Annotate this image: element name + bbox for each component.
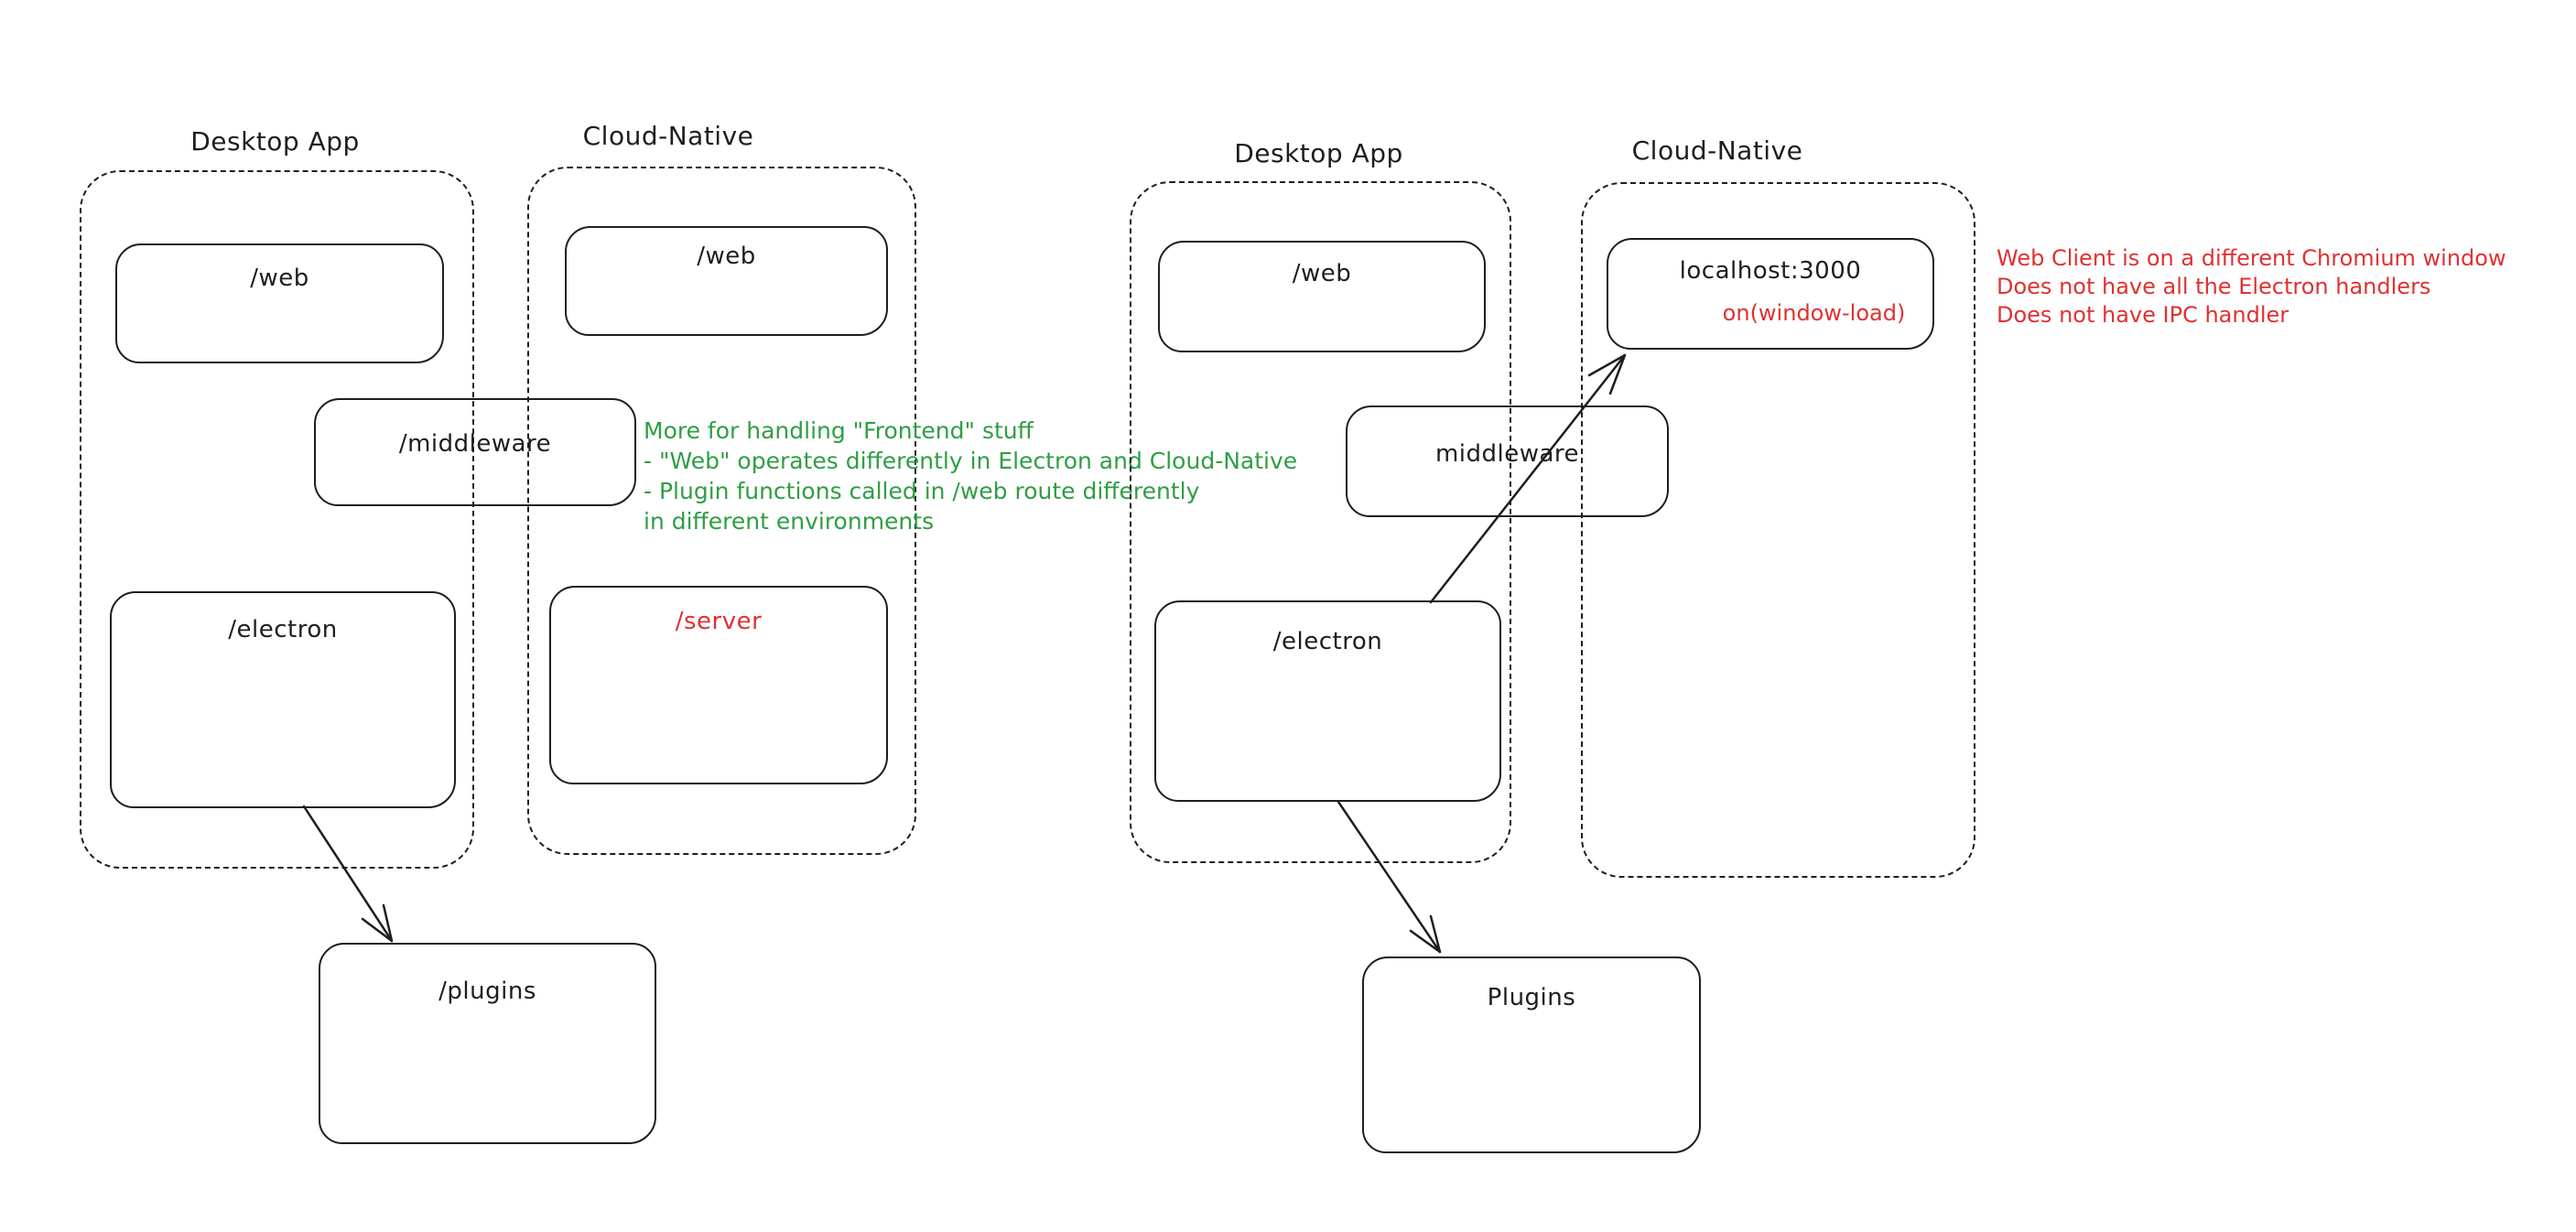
- note-line: Web Client is on a different Chromium wi…: [1997, 245, 2506, 271]
- left-server-box: /server: [549, 586, 888, 784]
- box-label: /electron: [1272, 628, 1383, 655]
- left-desktop-web-box: /web: [115, 243, 444, 363]
- box-label: /electron: [228, 616, 338, 643]
- left-annotation-note: More for handling "Frontend" stuff - "We…: [644, 416, 1297, 536]
- left-desktop-app-title: Desktop App: [190, 126, 360, 157]
- box-label: localhost:3000: [1679, 257, 1862, 285]
- right-cloud-native-title: Cloud-Native: [1631, 135, 1803, 166]
- note-line: Does not have all the Electron handlers: [1997, 274, 2431, 299]
- right-middleware-box: middleware: [1346, 405, 1669, 517]
- left-cloud-native-container: [527, 167, 916, 855]
- right-annotation-note: Web Client is on a different Chromium wi…: [1997, 244, 2506, 330]
- box-label: /server: [675, 608, 763, 635]
- box-label: /plugins: [438, 978, 536, 1005]
- right-localhost-box: localhost:3000 on(window-load): [1607, 238, 1934, 350]
- left-cloud-web-box: /web: [565, 226, 888, 336]
- box-label: /middleware: [398, 430, 552, 458]
- left-plugins-box: /plugins: [319, 943, 656, 1144]
- right-desktop-app-title: Desktop App: [1234, 138, 1403, 168]
- box-label: /web: [250, 265, 309, 292]
- on-window-load-label: on(window-load): [1722, 300, 1906, 326]
- left-middleware-box: /middleware: [314, 398, 636, 506]
- note-line: in different environments: [644, 508, 935, 535]
- note-line: Does not have IPC handler: [1997, 302, 2289, 328]
- note-line: More for handling "Frontend" stuff: [644, 417, 1034, 444]
- box-label: /web: [1292, 260, 1352, 287]
- note-line: - "Web" operates differently in Electron…: [644, 448, 1298, 474]
- box-label: Plugins: [1487, 984, 1576, 1011]
- left-desktop-app-container: [80, 170, 474, 869]
- box-label: /web: [697, 243, 756, 270]
- left-cloud-native-title: Cloud-Native: [582, 121, 754, 151]
- left-electron-box: /electron: [110, 591, 456, 808]
- box-label: middleware: [1434, 440, 1580, 468]
- right-plugins-box: Plugins: [1362, 956, 1701, 1153]
- note-line: - Plugin functions called in /web route …: [644, 478, 1200, 504]
- right-desktop-web-box: /web: [1158, 241, 1486, 352]
- right-electron-box: /electron: [1154, 600, 1501, 802]
